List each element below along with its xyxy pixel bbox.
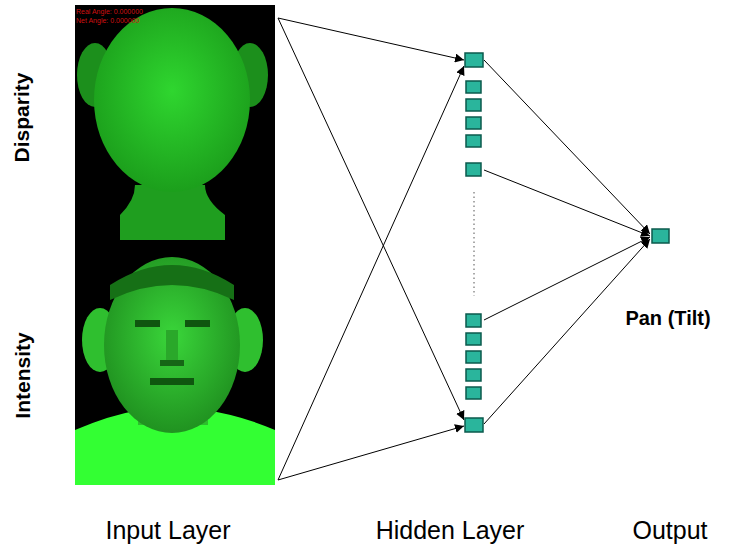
overlay-text: Net Angle: 0.000000 xyxy=(76,17,139,24)
layer-caption: Input Layer xyxy=(105,518,230,543)
input-image xyxy=(75,5,275,485)
layer-caption: Hidden Layer xyxy=(376,518,525,543)
ellipsis-line xyxy=(474,192,475,296)
hidden-units xyxy=(465,53,483,432)
input-label: Intensity xyxy=(12,332,33,418)
output-label: Pan (Tilt) xyxy=(625,308,710,328)
input-label: Disparity xyxy=(12,72,33,162)
layer-caption: Output xyxy=(632,518,707,543)
connection-arrows xyxy=(278,18,650,480)
overlay-text: Real Angle: 0.000000 xyxy=(76,8,143,15)
output-unit xyxy=(652,229,669,243)
